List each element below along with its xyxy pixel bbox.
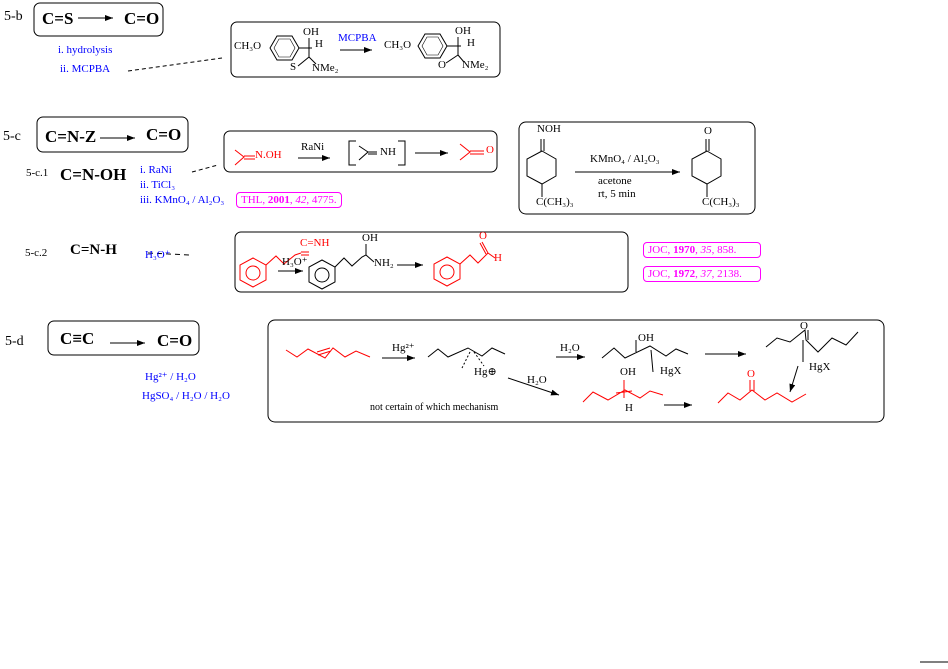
atom-label: O (479, 230, 487, 242)
substituent: C(CH₃)₃ (702, 196, 740, 208)
box-5c1-example (518, 121, 756, 215)
condition: H₃O⁺ (145, 249, 171, 261)
reagent: H₃O⁺ (282, 256, 308, 268)
atom-label: OH (620, 366, 636, 378)
oxime-label: N.OH (255, 149, 282, 161)
atom-label: H (494, 252, 502, 264)
atom-label: OH (638, 332, 654, 344)
reagent: RaNi (301, 141, 325, 153)
atom-label: H (467, 37, 475, 49)
group-label: C=N-H (70, 242, 117, 258)
box-5c1-scheme (223, 130, 498, 173)
ketone-o: O (486, 144, 494, 156)
condition: ii. TiCl₃ (140, 179, 176, 191)
reagent: KMnO₄ / Al₂O₃ (590, 153, 660, 165)
atom-label: H (315, 38, 323, 50)
atom-label: NMe₂ (462, 59, 489, 71)
reference-joc-1970: JOC, 1970, 35, 858. (643, 242, 761, 258)
reagent: H₂O (527, 374, 547, 386)
atom-label: O (747, 368, 755, 380)
box-5c2-scheme (234, 231, 629, 293)
box-5c-transform (36, 116, 189, 153)
mechanism-note: not certain of which mechanism (370, 402, 499, 413)
transform-from: C=N-Z (45, 127, 97, 146)
condition: Hg²⁺ / H₂O (145, 371, 196, 383)
atom-label: O (800, 320, 808, 332)
reference-thl: THL, 2001, 42, 4775. (236, 192, 342, 208)
atom-label: NOH (537, 123, 561, 135)
box-5d-transform (47, 320, 200, 356)
transform-from: C=S (42, 9, 74, 28)
solvent: acetone (598, 175, 632, 187)
box-5d-scheme (267, 319, 885, 423)
condition: ii. MCPBA (60, 63, 111, 75)
transform-to: C=O (146, 125, 182, 144)
conditions: rt, 5 min (598, 188, 636, 200)
atom-label: OH (455, 25, 471, 37)
section-label-5b: 5-b (4, 9, 23, 24)
section-label-5d: 5-d (5, 334, 24, 349)
condition: iii. KMnO₄ / Al₂O₃ (140, 194, 225, 206)
substituent: C(CH₃)₃ (536, 196, 574, 208)
imine-label: C=NH (300, 237, 330, 249)
imine-label: NH (380, 146, 396, 158)
atom-label: S (290, 61, 297, 73)
atom-label: HgX (809, 361, 831, 373)
section-label-5c: 5-c (3, 129, 21, 144)
substituent: CH₃O (384, 39, 412, 51)
reagent: H₂O (560, 342, 580, 354)
subsection-label: 5-c.2 (25, 247, 48, 259)
condition: HgSO₄ / H₂O / H₂O (142, 390, 230, 402)
atom-label: NMe₂ (312, 62, 339, 74)
box-5b-example (230, 21, 501, 78)
transform-from: C≡C (60, 329, 95, 348)
atom-label: NH₂ (374, 257, 394, 269)
transform-to: C=O (157, 331, 193, 350)
condition: i. RaNi (140, 164, 172, 176)
atom-label: OH (362, 232, 378, 244)
atom-label: Hg⊕ (474, 366, 497, 378)
atom-label: H (625, 402, 633, 414)
substituent: CH₃O (234, 40, 262, 52)
box-5b-transform (33, 2, 164, 37)
transform-to: C=O (124, 9, 160, 28)
condition: i. hydrolysis (58, 44, 113, 56)
reagent: Hg²⁺ (392, 342, 415, 354)
reagent: MCPBA (338, 32, 377, 44)
atom-label: O (438, 59, 446, 71)
subsection-label: 5-c.1 (26, 167, 49, 179)
atom-label: O (704, 125, 712, 137)
atom-label: HgX (660, 365, 682, 377)
reference-joc-1972: JOC, 1972, 37, 2138. (643, 266, 761, 282)
atom-label: OH (303, 26, 319, 38)
group-label: C=N-OH (60, 165, 127, 184)
